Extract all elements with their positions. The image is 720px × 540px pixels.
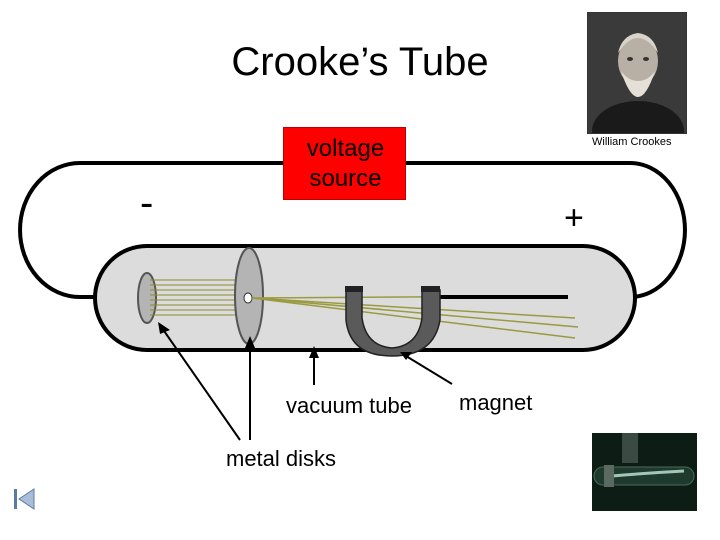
crookes-tube-photo [592, 433, 697, 511]
arrow-heads [158, 322, 412, 360]
circuit-wire-right [406, 161, 687, 299]
page-title: Crooke’s Tube [231, 40, 489, 84]
metal-disks-label: metal disks [226, 446, 337, 471]
pointer-arrows [161, 327, 453, 441]
cathode-rays [150, 279, 247, 316]
vacuum-tube-label: vacuum tube [286, 393, 412, 418]
magnet-pole-left [345, 286, 363, 292]
william-crookes-portrait [587, 12, 687, 134]
magnet-label: magnet [459, 390, 533, 415]
aperture-hole [243, 292, 253, 304]
magnet-pole-right [421, 286, 440, 292]
voltage-source-label: voltage source [306, 135, 385, 192]
circuit-wire [18, 161, 283, 299]
portrait-caption: William Crookes [592, 136, 672, 148]
first-slide-button[interactable] [12, 487, 36, 511]
negative-terminal-sign: - [140, 181, 154, 225]
first-slide-icon [14, 488, 35, 510]
tube-photo-image [592, 433, 697, 511]
portrait-image [588, 13, 686, 133]
voltage-source-box: voltage source [283, 127, 406, 200]
positive-terminal-sign: + [564, 199, 584, 237]
